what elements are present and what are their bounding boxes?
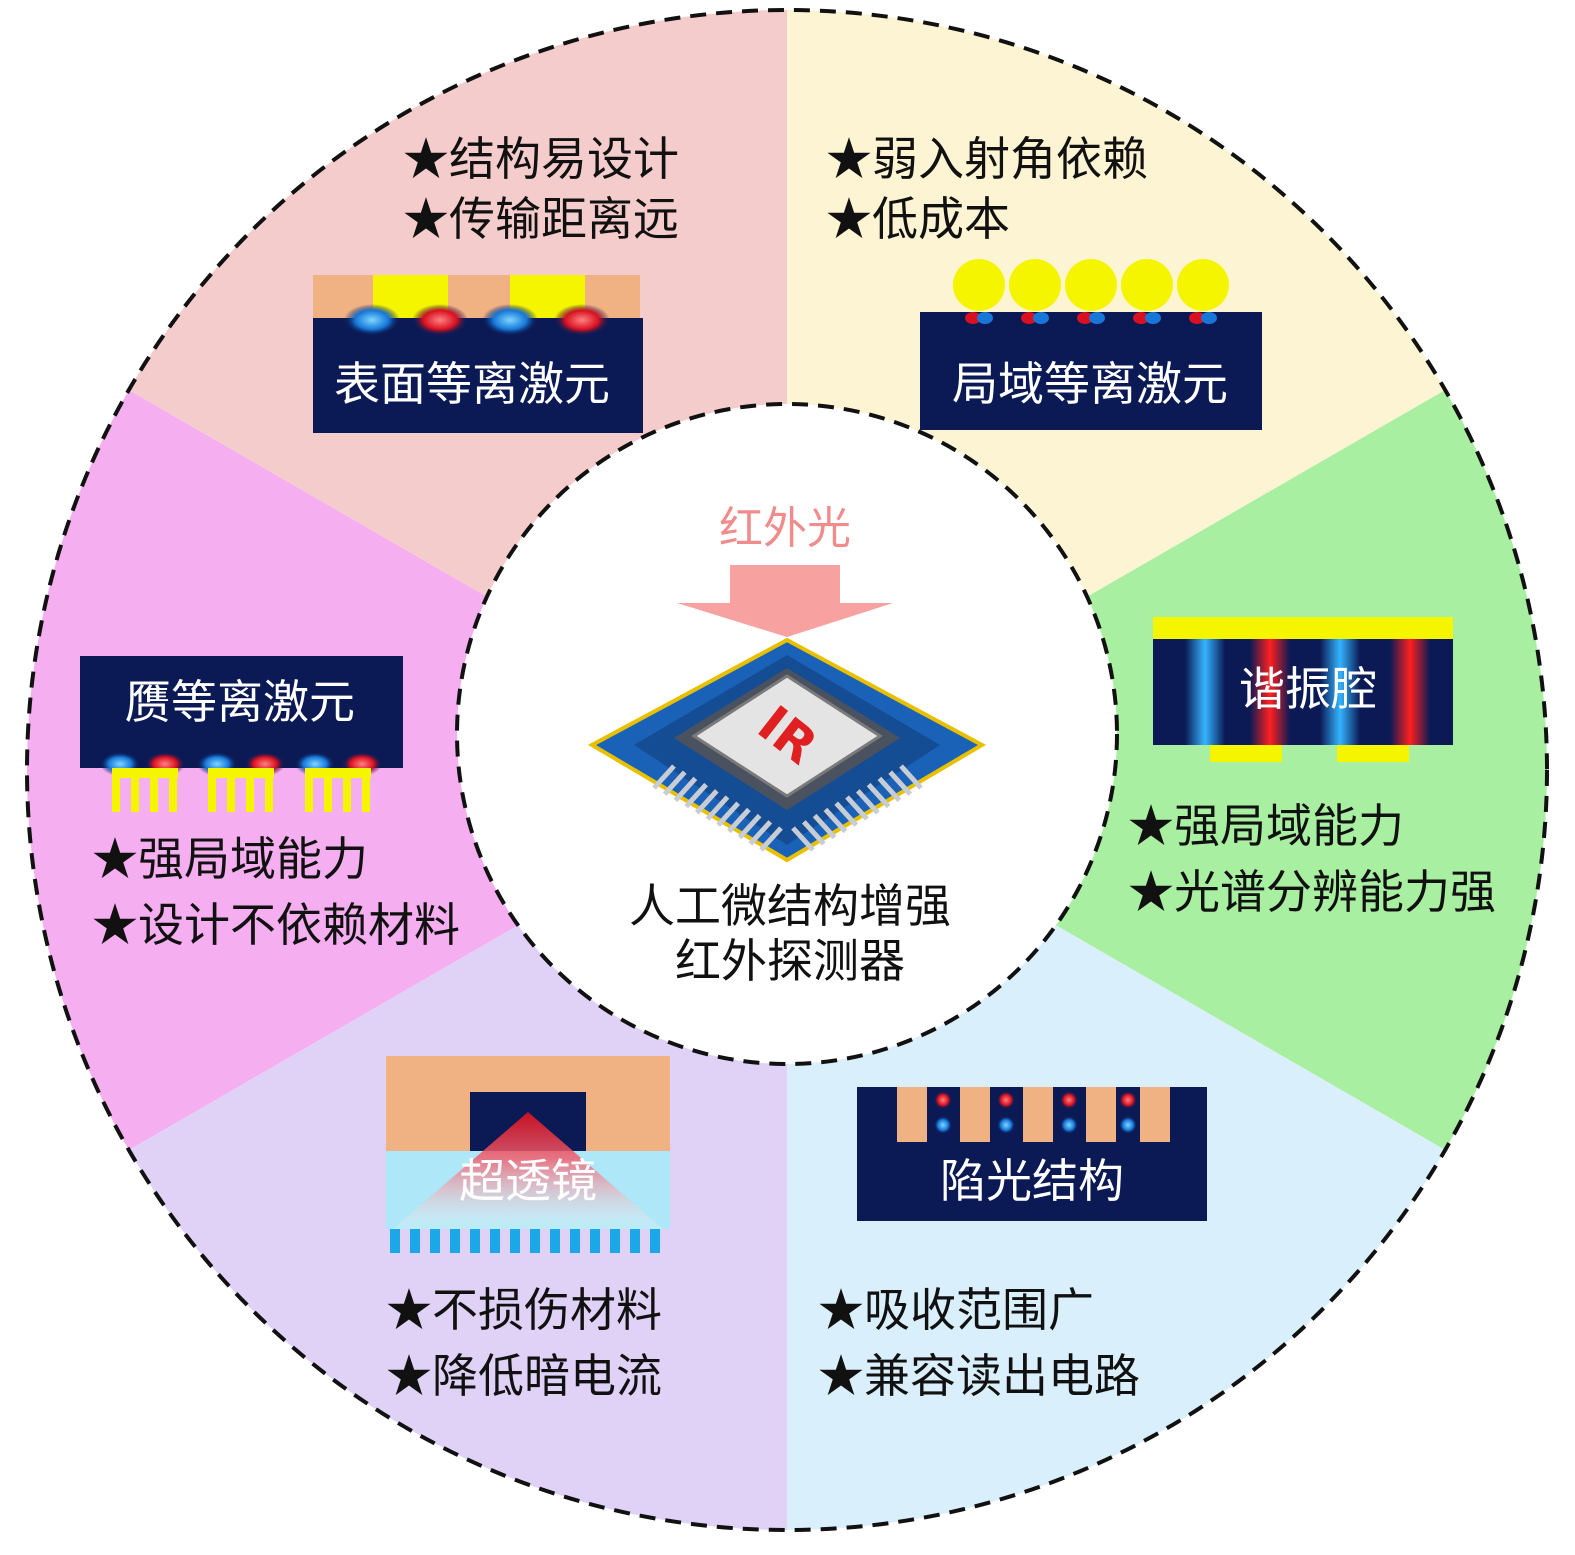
metalens-sector (26, 390, 787, 1150)
lens-pillar (510, 1229, 520, 1253)
comb-tooth (343, 768, 351, 812)
comb-tooth (324, 768, 332, 812)
comb-bar (305, 768, 371, 778)
bullet-text: ★低成本 (826, 192, 1010, 246)
resonant-cavity-label: 谐振腔 (1239, 662, 1377, 716)
lens-pillar (530, 1229, 540, 1253)
bullet-text: ★降低暗电流 (386, 1349, 662, 1403)
chip-pin (888, 770, 913, 796)
bullet-text: ★强局域能力 (92, 832, 368, 886)
chip-pin (759, 826, 783, 852)
localized-plasmon-sector (787, 390, 1547, 1150)
lens-pillar (410, 1229, 420, 1253)
bullet-text: ★结构易设计 (403, 132, 679, 186)
nanoparticle-array-icon (920, 259, 1262, 430)
lens-pillar (570, 1229, 580, 1253)
comb-tooth (150, 768, 158, 812)
chip-pin (855, 789, 880, 815)
bullet-text: ★吸收范围广 (818, 1283, 1094, 1337)
lens-pillar (650, 1229, 660, 1253)
metalens-label: 超透镜 (459, 1154, 597, 1208)
lens-pillar (450, 1229, 460, 1253)
chip-pin (673, 776, 698, 803)
localized-plasmon-segment: ★弱入射角依赖 ★低成本 局域等离激元 (826, 132, 1262, 430)
chip-pin (823, 807, 848, 834)
ir-chip-icon: IR (587, 637, 987, 863)
spoof-plasmon-structure-icon (80, 656, 403, 812)
bullet-text: ★光谱分辨能力强 (1128, 865, 1496, 919)
surface-plasmon-segment: ★结构易设计 ★传输距离远 表面等离激元 (313, 132, 679, 433)
surface-plasmon-structure-icon (313, 275, 643, 433)
comb-bar (208, 768, 274, 778)
bullet-text: ★设计不依赖材料 (92, 898, 460, 952)
resonant-cavity-segment: 谐振腔 ★强局域能力 ★光谱分辨能力强 (1128, 617, 1496, 919)
center-panel: 红外光 IR 人工微结构增强 红外探测器 (587, 503, 987, 988)
light-trapping-structure-icon (857, 1087, 1207, 1221)
chip-pin (801, 820, 826, 846)
chip-pin (791, 826, 815, 852)
infrared-light-label: 红外光 (719, 503, 851, 554)
chip-pin (834, 801, 859, 827)
chip-pin (877, 776, 902, 803)
chip-pin (812, 813, 837, 840)
chip-pin (748, 820, 773, 846)
center-caption-line1: 人工微结构增强 (629, 879, 951, 933)
comb-tooth (169, 768, 177, 812)
outer-dashed-ring (25, 8, 1549, 1532)
comb-bar (112, 768, 178, 778)
chip-pin (716, 801, 741, 827)
chip-pin (727, 807, 751, 834)
light-trapping-label: 陷光结构 (940, 1154, 1124, 1208)
bullet-text: ★传输距离远 (403, 192, 679, 246)
comb-tooth (362, 768, 370, 812)
localized-plasmon-label: 局域等离激元 (952, 357, 1228, 411)
comb-tooth (246, 768, 254, 812)
lens-pillar (430, 1229, 440, 1253)
lens-pillar (590, 1229, 600, 1253)
center-caption-line2: 红外探测器 (675, 934, 905, 988)
chip-pin (694, 789, 719, 815)
lens-pillar (390, 1229, 400, 1253)
metalens-structure-icon (386, 1056, 670, 1253)
bullet-text: ★兼容读出电路 (818, 1349, 1140, 1403)
lens-pillar (550, 1229, 560, 1253)
bullet-text: ★强局域能力 (1128, 799, 1404, 853)
resonant-cavity-structure-icon (1153, 617, 1453, 762)
chip-pin (662, 770, 687, 796)
lens-pillar (610, 1229, 620, 1253)
metalens-segment: 超透镜 ★不损伤材料 ★降低暗电流 (386, 1056, 670, 1403)
surface-plasmon-label: 表面等离激元 (334, 357, 610, 411)
comb-tooth (227, 768, 235, 812)
down-arrow-icon (677, 565, 893, 637)
chip-pin (899, 764, 923, 790)
chip-pin (845, 795, 869, 821)
chip-pin (684, 782, 708, 809)
comb-tooth (265, 768, 273, 812)
spoof-plasmon-label: 赝等离激元 (125, 675, 355, 729)
comb-tooth (112, 768, 120, 812)
comb-tooth (131, 768, 139, 812)
lens-pillar (470, 1229, 480, 1253)
bullet-text: ★不损伤材料 (386, 1283, 662, 1337)
chip-pin (737, 813, 762, 840)
spoof-plasmon-segment: 赝等离激元 ★强局域能力 ★设计不依赖材料 (80, 656, 460, 952)
chip-pin (652, 764, 676, 790)
lens-pillar (490, 1229, 500, 1253)
chip-pin (705, 795, 730, 821)
light-trapping-segment: 陷光结构 ★吸收范围广 ★兼容读出电路 (818, 1087, 1207, 1403)
chip-pin (866, 782, 891, 809)
lens-pillar (630, 1229, 640, 1253)
comb-tooth (208, 768, 216, 812)
comb-tooth (305, 768, 313, 812)
bullet-text: ★弱入射角依赖 (826, 132, 1148, 186)
